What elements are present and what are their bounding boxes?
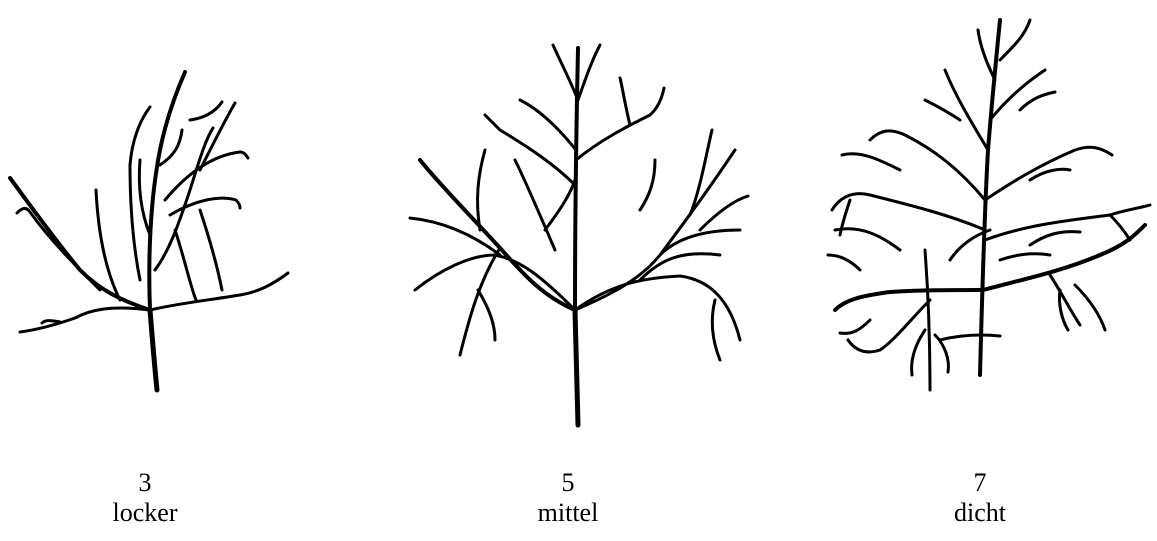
- density-label: dicht: [890, 498, 1070, 528]
- density-value: 3: [55, 468, 235, 498]
- tree-mittel: [410, 45, 748, 425]
- density-label: mittel: [478, 498, 658, 528]
- label-dicht: 7 dicht: [890, 468, 1070, 528]
- label-mittel: 5 mittel: [478, 468, 658, 528]
- density-value: 7: [890, 468, 1070, 498]
- density-value: 5: [478, 468, 658, 498]
- label-locker: 3 locker: [55, 468, 235, 528]
- tree-dicht: [828, 20, 1150, 390]
- density-label: locker: [55, 498, 235, 528]
- tree-locker: [10, 72, 288, 390]
